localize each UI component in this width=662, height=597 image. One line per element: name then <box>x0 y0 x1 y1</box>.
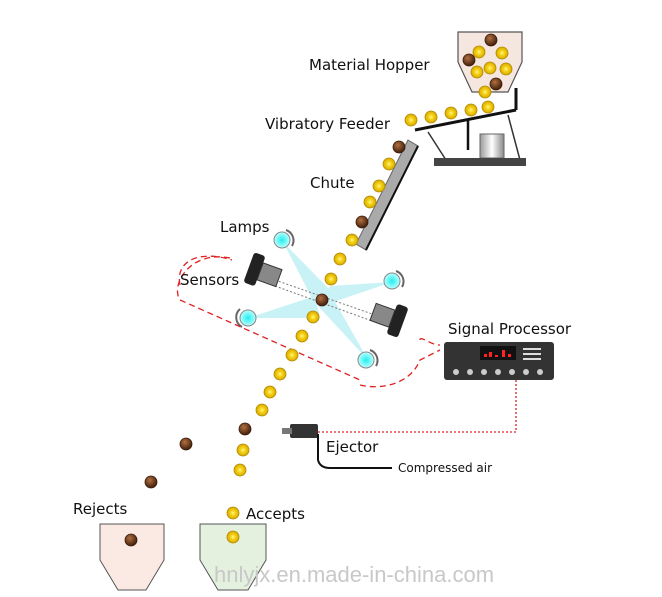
defective-pellet <box>355 215 369 229</box>
good-pellet <box>226 506 240 520</box>
good-pellet <box>483 61 497 75</box>
label-accepts: Accepts <box>246 505 305 523</box>
good-pellet <box>233 463 247 477</box>
defective-pellet <box>124 533 138 547</box>
reject-bin <box>99 523 165 591</box>
good-pellet <box>255 403 269 417</box>
label-ejector: Ejector <box>326 438 379 456</box>
good-pellet <box>499 62 513 76</box>
good-pellet <box>345 233 359 247</box>
lamp-icon <box>273 229 295 249</box>
label-rejects: Rejects <box>73 500 128 518</box>
lamp-icon <box>235 308 257 328</box>
good-pellet <box>363 195 377 209</box>
good-pellet <box>263 385 277 399</box>
good-pellet <box>382 157 396 171</box>
light-beams <box>248 242 392 360</box>
ejector-nozzle <box>282 424 392 469</box>
label-hopper: Material Hopper <box>309 56 430 74</box>
good-pellet <box>464 103 478 117</box>
good-pellet <box>472 45 486 59</box>
vibratory-feeder <box>414 88 526 166</box>
good-pellet <box>306 310 320 324</box>
label-compressed-air: Compressed air <box>398 461 492 475</box>
defective-pellet <box>144 475 158 489</box>
good-pellet <box>273 367 287 381</box>
camera-sensor-icon <box>369 302 408 337</box>
good-pellet <box>226 530 240 544</box>
defective-pellet <box>238 422 252 436</box>
good-pellet <box>481 100 495 114</box>
defective-pellet <box>179 437 193 451</box>
defective-pellet <box>392 140 406 154</box>
lamp-icon <box>357 349 379 369</box>
label-chute: Chute <box>310 174 355 192</box>
camera-sensor-icon <box>244 253 283 288</box>
good-pellet <box>470 65 484 79</box>
label-sensors: Sensors <box>180 271 239 289</box>
good-pellet <box>444 106 458 120</box>
good-pellet <box>333 252 347 266</box>
watermark: hnlyjx.en.made-in-china.com <box>214 562 494 587</box>
good-pellet <box>285 348 299 362</box>
signal-lines <box>176 255 517 433</box>
signal-processor <box>444 342 554 380</box>
label-lamps: Lamps <box>220 218 270 236</box>
label-signal-processor: Signal Processor <box>448 320 572 338</box>
good-pellet <box>236 443 250 457</box>
pellets <box>124 33 513 547</box>
label-feeder: Vibratory Feeder <box>265 115 391 133</box>
defective-pellet <box>462 53 476 67</box>
good-pellet <box>495 46 509 60</box>
good-pellet <box>324 272 338 286</box>
chute <box>355 139 419 251</box>
accept-bin <box>199 523 267 591</box>
good-pellet <box>372 179 386 193</box>
good-pellet <box>404 113 418 127</box>
good-pellet <box>478 85 492 99</box>
defective-pellet <box>489 77 503 91</box>
defective-pellet <box>484 33 498 47</box>
defective-pellet <box>315 293 329 307</box>
good-pellet <box>295 329 309 343</box>
lamp-icon <box>383 270 405 290</box>
good-pellet <box>424 110 438 124</box>
